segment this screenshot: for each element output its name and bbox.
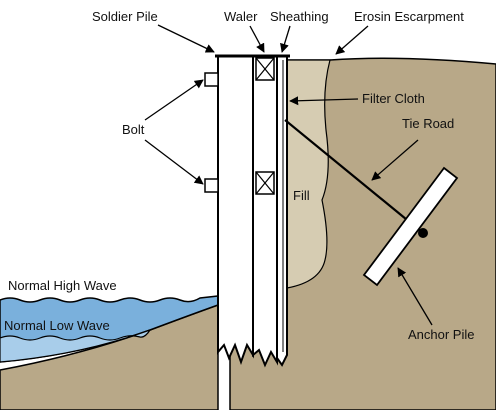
waler-box-top [255,57,275,81]
arrow-tie-road [371,139,419,181]
bolt-bottom [204,178,219,193]
arrow-escarpment [335,25,369,55]
label-waler: Waler [224,9,258,24]
label-tie-road: Tie Road [402,116,454,131]
label-anchor-pile: Anchor Pile [408,327,474,342]
label-soldier-pile: Soldier Pile [92,9,158,24]
arrow-sheathing [280,25,291,53]
tie-rod [284,119,424,234]
sheathing [276,55,288,367]
bolt-top [204,72,219,87]
label-fill: Fill [293,188,310,203]
arrow-bolt-bottom [144,139,204,185]
waler-column [252,55,278,368]
label-normal-low-wave: Normal Low Wave [4,318,110,333]
soldier-pile [217,55,254,366]
anchor-connection [418,228,428,238]
arrow-anchor-pile [397,267,433,326]
fill-zone [286,59,331,289]
label-normal-high-wave: Normal High Wave [8,278,117,293]
arrow-filter-cloth [289,96,359,106]
arrow-bolt-top [144,79,204,121]
arrow-soldier-pile [157,24,215,53]
label-sheathing: Sheathing [270,9,329,24]
label-erosion-escarpment: Erosin Escarpment [354,9,464,24]
label-filter-cloth: Filter Cloth [362,91,425,106]
anchor-pile [362,166,459,287]
label-bolt: Bolt [122,122,145,137]
arrow-waler [249,25,265,53]
waler-box-bottom [255,171,275,195]
water-low [0,328,152,363]
